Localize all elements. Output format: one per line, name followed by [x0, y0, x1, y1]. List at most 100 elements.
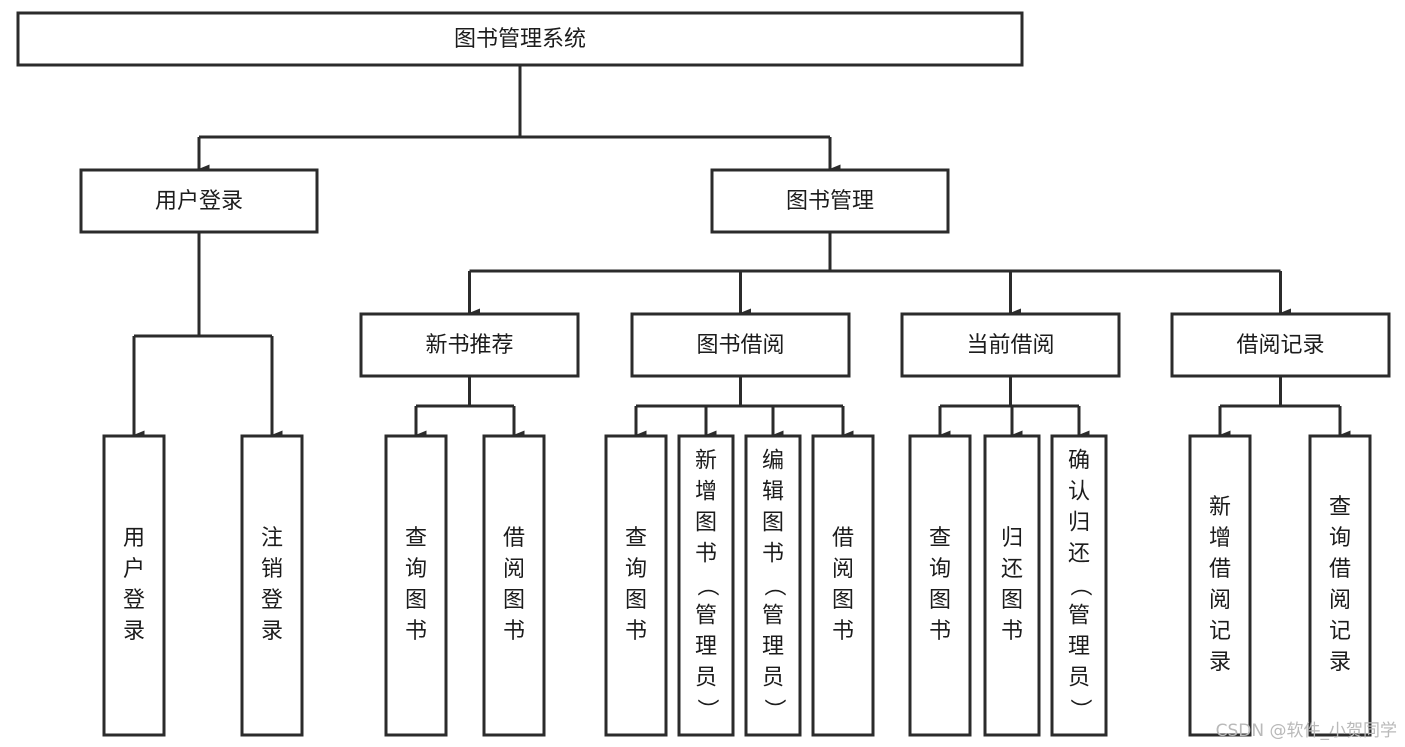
node-label-char: 询 [625, 557, 647, 582]
node-leaf-query-borrow-record[interactable]: 查询借阅记录查询借阅记录 [1308, 434, 1372, 737]
node-label-char: 归 [1068, 511, 1090, 536]
node-box [677, 434, 735, 737]
node-label-char: 图 [762, 511, 784, 536]
node-label: 图书管理 [786, 189, 874, 214]
node-label-char: 书 [1001, 619, 1023, 644]
node-label-char: （ [694, 574, 719, 596]
connectors-layer [132, 65, 1351, 440]
node-leaf-add-borrow-record[interactable]: 新增借阅记录新增借阅记录 [1188, 434, 1252, 737]
node-box [102, 434, 166, 737]
node-box [630, 312, 851, 378]
node-label-char: 确 [1068, 449, 1090, 474]
node-label: 图书管理系统 [454, 27, 586, 52]
node-leaf-user-logout[interactable]: 注销登录注销登录 [240, 434, 304, 737]
node-user-login[interactable]: 用户登录 [79, 168, 319, 234]
node-label-char: 增 [1209, 526, 1231, 551]
node-label-char: 员 [1068, 666, 1090, 691]
node-label-char: 编 [762, 449, 784, 474]
node-label-char: 录 [123, 619, 145, 644]
node-label-char: 管 [762, 604, 784, 629]
node-label-char: 查 [1329, 495, 1351, 520]
node-book-borrow[interactable]: 图书借阅 [630, 312, 851, 378]
node-label-char: 录 [1209, 650, 1231, 675]
node-leaf-return-book[interactable]: 归还图书归还图书 [983, 434, 1041, 737]
node-box [908, 434, 972, 737]
node-label-char: 理 [1068, 635, 1090, 660]
node-label-char: 记 [1329, 619, 1351, 644]
node-box [1050, 434, 1108, 737]
node-label-char: 书 [695, 542, 717, 567]
node-book-manage[interactable]: 图书管理 [710, 168, 950, 234]
node-label-char: 登 [123, 588, 145, 613]
node-label-char: 询 [405, 557, 427, 582]
node-leaf-borrow-book[interactable]: 借阅图书借阅图书 [811, 434, 875, 737]
node-borrow-record[interactable]: 借阅记录 [1170, 312, 1391, 378]
node-label-char: （ [1067, 574, 1092, 596]
node-label-char: 书 [503, 619, 525, 644]
node-label-char: 借 [1329, 557, 1351, 582]
node-label-char: 登 [261, 588, 283, 613]
node-label-char: 询 [1329, 526, 1351, 551]
node-leaf-query-book-borrow[interactable]: 查询图书查询图书 [604, 434, 668, 737]
node-label-char: 阅 [503, 557, 525, 582]
node-label: 借阅记录 [1236, 333, 1324, 358]
node-box [744, 434, 802, 737]
node-box [710, 168, 950, 234]
node-label-char: 图 [832, 588, 854, 613]
node-label: 用户登录 [155, 189, 243, 214]
node-label-char: 阅 [1209, 588, 1231, 613]
node-label-char: （ [761, 574, 786, 596]
node-leaf-query-book-rec[interactable]: 查询图书查询图书 [384, 434, 448, 737]
node-label-char: 归 [1001, 526, 1023, 551]
node-label-char: ） [1067, 698, 1092, 720]
node-label-char: 新 [1209, 495, 1231, 520]
node-label-char: 书 [625, 619, 647, 644]
node-label-char: 图 [929, 588, 951, 613]
node-box [384, 434, 448, 737]
node-new-book-recommend[interactable]: 新书推荐 [359, 312, 580, 378]
node-label-char: 查 [625, 526, 647, 551]
node-label: 当前借阅 [966, 333, 1054, 358]
node-label-char: 销 [261, 557, 283, 582]
node-label-char: 借 [1209, 557, 1231, 582]
node-label-char: 员 [762, 666, 784, 691]
node-label-char: 认 [1068, 480, 1090, 505]
node-label-char: 借 [832, 526, 854, 551]
node-box [1308, 434, 1372, 737]
node-root[interactable]: 图书管理系统 [16, 11, 1024, 67]
node-label-char: 图 [625, 588, 647, 613]
node-label-char: 还 [1001, 557, 1023, 582]
node-label-char: 图 [1001, 588, 1023, 613]
node-label-char: 图 [405, 588, 427, 613]
node-label-char: 增 [695, 480, 717, 505]
node-label-char: ） [694, 698, 719, 720]
node-label-char: 录 [1329, 650, 1351, 675]
node-label-char: 理 [695, 635, 717, 660]
node-label: 新书推荐 [425, 333, 513, 358]
node-box [900, 312, 1121, 378]
node-label-char: 书 [929, 619, 951, 644]
node-leaf-borrow-book-rec[interactable]: 借阅图书借阅图书 [482, 434, 546, 737]
node-current-borrow[interactable]: 当前借阅 [900, 312, 1121, 378]
node-label-char: 阅 [832, 557, 854, 582]
node-label-char: 借 [503, 526, 525, 551]
node-label-char: 查 [405, 526, 427, 551]
node-label-char: 用 [123, 526, 145, 551]
node-leaf-query-book-current[interactable]: 查询图书查询图书 [908, 434, 972, 737]
node-label-char: 管 [1068, 604, 1090, 629]
nodes-layer: 图书管理系统用户登录图书管理新书推荐图书借阅当前借阅借阅记录用户登录用户登录注销… [16, 11, 1391, 737]
node-label-char: 书 [762, 542, 784, 567]
node-label-char: 询 [929, 557, 951, 582]
node-label-char: 户 [123, 557, 145, 582]
node-label-char: 记 [1209, 619, 1231, 644]
node-box [79, 168, 319, 234]
node-leaf-user-login[interactable]: 用户登录用户登录 [102, 434, 166, 737]
node-box [16, 11, 1024, 67]
node-label-char: 新 [695, 449, 717, 474]
node-box [240, 434, 304, 737]
